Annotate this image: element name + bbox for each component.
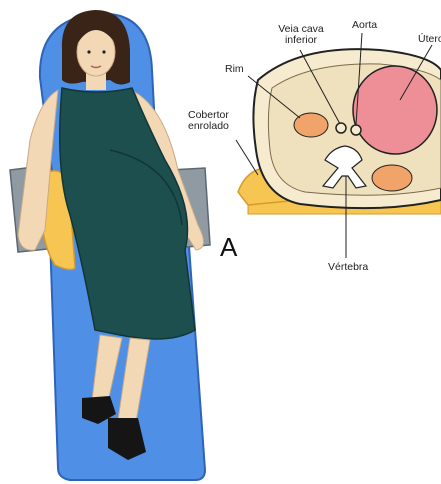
label-aorta: Aorta: [352, 20, 377, 31]
inferior-vena-cava: [336, 123, 346, 133]
kidney-left: [294, 113, 328, 137]
label-utero: Útero: [418, 34, 441, 45]
label-veia-cava-inferior: Veia cava inferior: [270, 24, 332, 46]
panel-letter: A: [220, 232, 237, 263]
label-cobertor-enrolado: Cobertor enrolado: [188, 110, 229, 132]
cross-section: [236, 33, 441, 258]
label-rim: Rim: [225, 64, 244, 75]
label-vertebra: Vértebra: [328, 262, 368, 273]
aorta: [351, 125, 361, 135]
kidney-right: [372, 165, 412, 191]
uterus: [353, 66, 437, 154]
